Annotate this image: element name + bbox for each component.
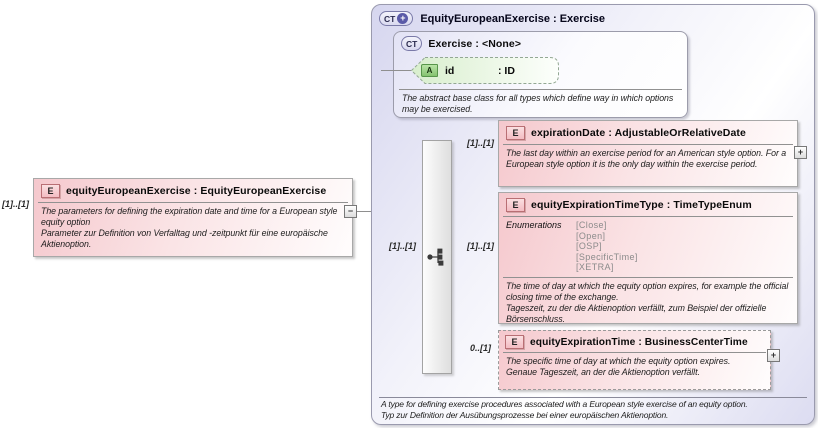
element-annotation: The specific time of day at which the eq… [499,353,770,380]
cardinality-expirationDate: [1]..[1] [467,138,494,148]
base-type-annotation: The abstract base class for all types wh… [395,90,683,117]
separator [38,202,348,203]
attribute-id[interactable]: A id : ID [411,57,559,84]
expand-button-expirationDate[interactable]: + [794,146,807,159]
annotation-en: The specific time of day at which the eq… [506,356,731,366]
cardinality-equityExpirationTimeType: [1]..[1] [467,241,494,251]
element-header: E equityExpirationTimeType : TimeTypeEnu… [499,193,797,216]
attribute-content: A id : ID [421,57,515,84]
separator [503,144,793,145]
cardinality-sequence: [1]..[1] [389,241,416,251]
base-type-header: CT Exercise : <None> [394,32,687,55]
attribute-icon: A [421,64,438,77]
element-equityEuropeanExercise[interactable]: E equityEuropeanExercise : EquityEuropea… [33,178,353,257]
sequence-connector[interactable] [422,140,452,374]
element-icon: E [506,198,525,212]
attribute-type: : ID [498,64,515,77]
annotation-en: The last day within an exercise period f… [506,148,787,169]
annotation-en: A type for defining exercise procedures … [381,399,748,409]
annotation-de: Parameter zur Definition von Verfalltag … [41,228,328,249]
complextype-icon: CT+ [379,11,414,26]
element-title: equityEuropeanExercise : EquityEuropeanE… [66,185,327,197]
separator [503,276,793,278]
element-title: expirationDate : AdjustableOrRelativeDat… [531,127,746,139]
annotation-de: Tageszeit, zu der die Aktienoption verfä… [506,302,767,324]
enumeration-value: [OSP] [576,241,603,252]
complextype-header: CT+ EquityEuropeanExercise : Exercise [379,11,605,26]
element-annotation: The last day within an exercise period f… [499,145,797,172]
element-header: E equityEuropeanExercise : EquityEuropea… [34,179,352,202]
annotation-de: Typ zur Definition der Ausübungsprozesse… [381,410,669,420]
annotation-en: The time of day at which the equity opti… [506,280,789,302]
annotation-en: The parameters for defining the expirati… [41,206,338,227]
enumeration-value: [Close] [576,220,607,230]
element-equityExpirationTime[interactable]: E equityExpirationTime : BusinessCenterT… [498,330,771,390]
ct-badge-label: CT [406,38,418,49]
ct-badge-label: CT [384,13,396,24]
separator [503,352,766,353]
expand-button-equityExpirationTime[interactable]: + [767,349,780,362]
base-type-title: Exercise : <None> [428,37,522,50]
complextype-title: EquityEuropeanExercise : Exercise [420,12,605,25]
element-annotation: The parameters for defining the expirati… [34,203,352,252]
base-type-exercise[interactable]: CT Exercise : <None> A id : ID The abstr… [393,31,688,118]
enumeration-values: [Close] [Open] [OSP] [SpecificTime] [XET… [576,220,638,273]
element-equityExpirationTimeType[interactable]: E equityExpirationTimeType : TimeTypeEnu… [498,192,798,324]
attribute-shape [411,57,559,84]
complextype-icon: CT [401,36,423,51]
cardinality-equityExpirationTime: 0..[1] [469,343,491,353]
footer-separator [379,397,807,398]
enumeration-value: [XETRA] [576,262,614,273]
element-annotation: The time of day at which the equity opti… [499,278,797,327]
element-icon: E [505,335,524,349]
element-title: equityExpirationTime : BusinessCenterTim… [530,336,748,348]
element-icon: E [41,184,60,198]
element-title: equityExpirationTimeType : TimeTypeEnum [531,199,752,211]
derived-plus-icon: + [397,13,409,24]
cardinality-left: [1]..[1] [2,199,29,209]
separator [503,216,793,217]
attribute-name: id [445,64,455,77]
separator [399,89,682,90]
annotation-en: The abstract base class for all types wh… [402,93,674,114]
enumeration-value: [SpecificTime] [576,251,638,262]
collapse-button[interactable]: − [344,205,357,218]
element-header: E equityExpirationTime : BusinessCenterT… [499,331,770,352]
element-icon: E [506,126,525,140]
element-expirationDate[interactable]: E expirationDate : AdjustableOrRelativeD… [498,120,798,187]
attribute-connector-line [381,70,411,71]
element-header: E expirationDate : AdjustableOrRelativeD… [499,121,797,144]
annotation-de: Genaue Tageszeit, an der die Aktienoptio… [506,367,700,377]
enumerations-section: Enumerations [Close] [Open] [OSP] [Speci… [499,217,797,277]
enumeration-value: [Open] [576,230,606,241]
complextype-annotation: A type for defining exercise procedures … [381,399,809,421]
sequence-icon [427,248,444,266]
enumerations-label: Enumerations [506,220,562,230]
